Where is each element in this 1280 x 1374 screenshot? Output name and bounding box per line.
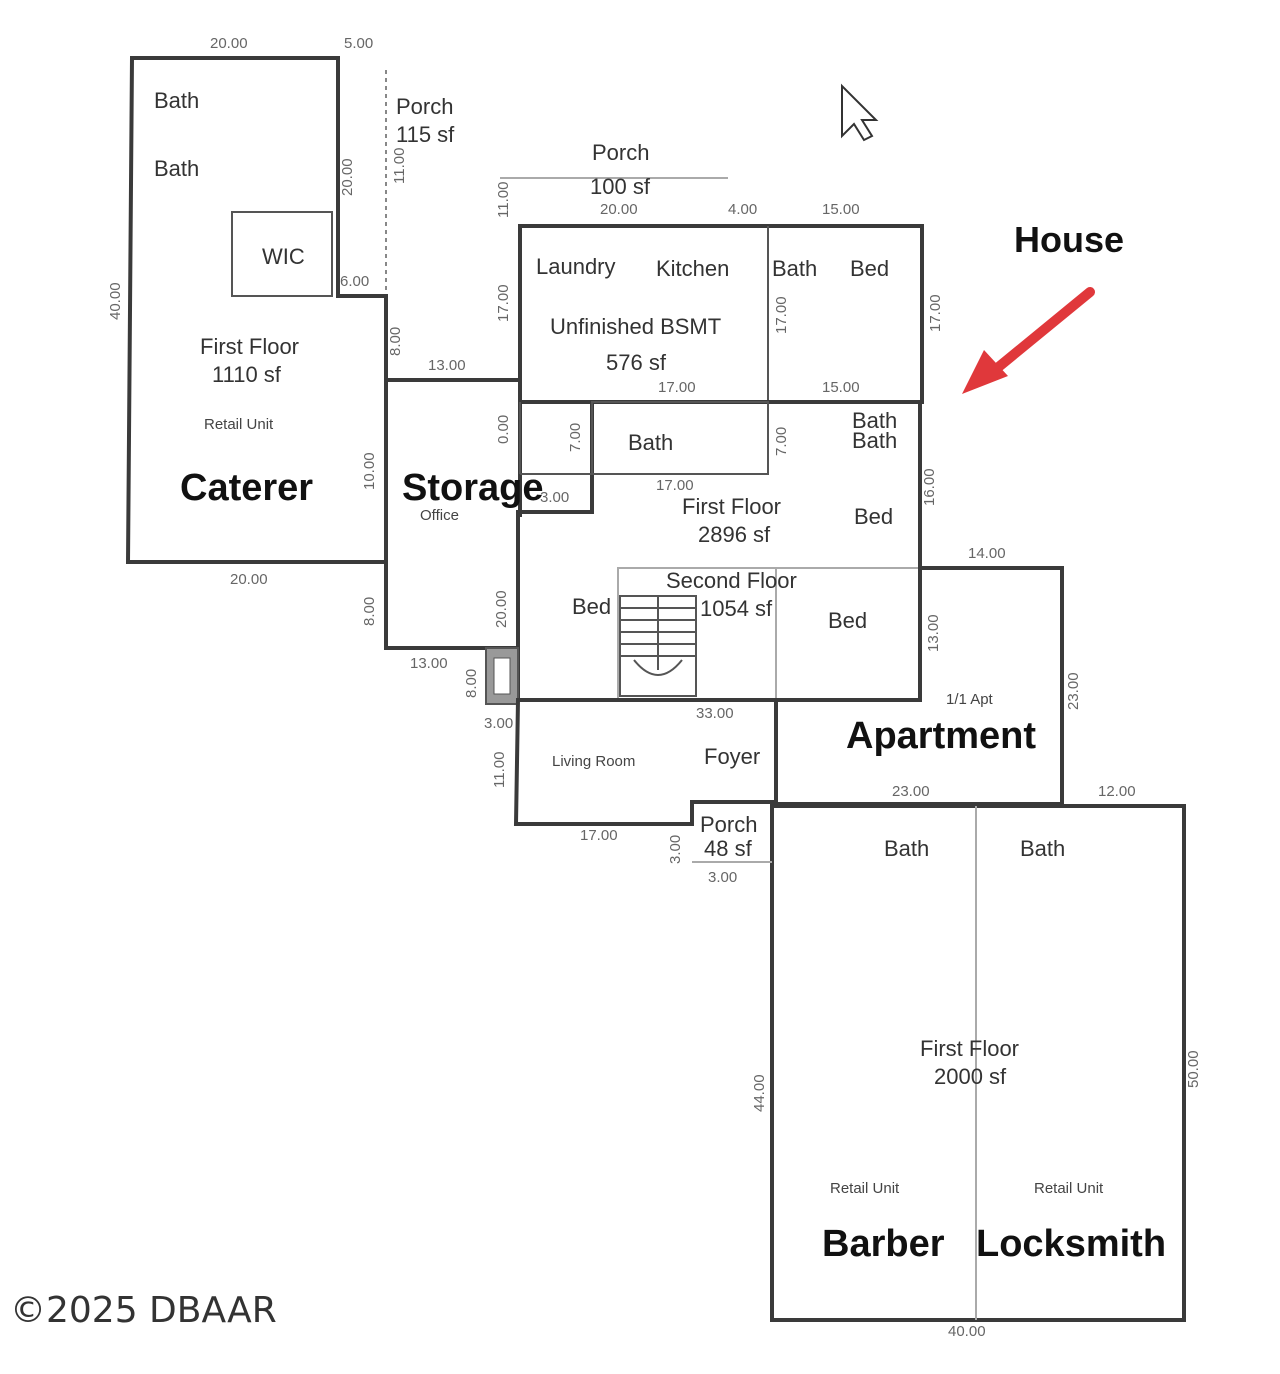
dim: 11.00 bbox=[495, 182, 512, 218]
unit-locksmith: Locksmith bbox=[976, 1223, 1166, 1265]
dim: 7.00 bbox=[773, 427, 790, 456]
house-bath-r1: Bath bbox=[852, 408, 897, 433]
dim: 20.00 bbox=[210, 35, 248, 52]
caterer-outline bbox=[125, 56, 388, 564]
kitchen: Kitchen bbox=[656, 256, 729, 281]
stairs-icon bbox=[619, 595, 697, 697]
caterer-area: 1110 sf bbox=[212, 362, 282, 387]
house-bath-box bbox=[591, 401, 769, 475]
unit-storage: Storage bbox=[402, 467, 543, 509]
cursor-icon bbox=[841, 83, 879, 142]
dim: 17.00 bbox=[773, 296, 790, 334]
house-bath-r2: Bath bbox=[852, 428, 897, 453]
dim: 20.00 bbox=[339, 158, 356, 196]
dim: 23.00 bbox=[1065, 672, 1082, 710]
dim: 17.00 bbox=[656, 477, 694, 494]
dim: 15.00 bbox=[822, 379, 860, 396]
lock-retail: Retail Unit bbox=[1034, 1180, 1104, 1197]
dim: 8.00 bbox=[387, 327, 404, 356]
dim: 5.00 bbox=[344, 35, 373, 52]
caterer-wic: WIC bbox=[262, 244, 305, 269]
dim: 12.00 bbox=[1098, 783, 1136, 800]
unfinished-area: 576 sf bbox=[606, 350, 667, 375]
dim: 13.00 bbox=[925, 614, 942, 652]
house-floor: First Floor bbox=[682, 494, 781, 519]
arrow-icon bbox=[962, 287, 1095, 394]
unfinished: Unfinished BSMT bbox=[550, 314, 721, 339]
barber-retail: Retail Unit bbox=[830, 1180, 900, 1197]
dim: 15.00 bbox=[822, 201, 860, 218]
dim: 16.00 bbox=[921, 468, 938, 506]
house-bath-top: Bath bbox=[772, 256, 817, 281]
caterer-retail: Retail Unit bbox=[204, 416, 274, 433]
office: Office bbox=[420, 507, 459, 524]
porch-top: Porch bbox=[592, 140, 649, 165]
dim: 17.00 bbox=[658, 379, 696, 396]
porch-bottom: Porch bbox=[700, 812, 757, 837]
lower-area: 2000 sf bbox=[934, 1064, 1007, 1089]
dim: 40.00 bbox=[107, 282, 124, 320]
dim: 20.00 bbox=[600, 201, 638, 218]
dim: 20.00 bbox=[230, 571, 268, 588]
copyright: ©2025 DBAAR bbox=[10, 1290, 277, 1331]
dim: 13.00 bbox=[428, 357, 466, 374]
caterer-bath-2: Bath bbox=[154, 156, 199, 181]
dim: 3.00 bbox=[708, 869, 737, 886]
dim: 10.00 bbox=[361, 452, 378, 490]
dim: 50.00 bbox=[1185, 1050, 1202, 1088]
second-floor: Second Floor bbox=[666, 568, 797, 593]
dim: 33.00 bbox=[696, 705, 734, 722]
dim: 11.00 bbox=[491, 752, 508, 788]
house-bed-right: Bed bbox=[854, 504, 893, 529]
bed-mid: Bed bbox=[828, 608, 867, 633]
bed-left: Bed bbox=[572, 594, 611, 619]
dim: 40.00 bbox=[948, 1323, 986, 1340]
unit-caterer: Caterer bbox=[180, 467, 313, 509]
living-room: Living Room bbox=[552, 753, 635, 770]
lower-floor: First Floor bbox=[920, 1036, 1019, 1061]
unit-barber: Barber bbox=[822, 1223, 945, 1265]
retail-outline bbox=[770, 804, 1186, 1322]
unit-apartment: Apartment bbox=[846, 715, 1036, 757]
house-bath-mid: Bath bbox=[628, 430, 673, 455]
caterer-floor: First Floor bbox=[200, 334, 299, 359]
dim: 13.00 bbox=[410, 655, 448, 672]
dim: 44.00 bbox=[751, 1074, 768, 1112]
dim: 8.00 bbox=[463, 669, 480, 698]
porch-top-area: 100 sf bbox=[590, 174, 651, 199]
lock-bath: Bath bbox=[1020, 836, 1065, 861]
second-floor-area: 1054 sf bbox=[700, 596, 773, 621]
dim: 3.00 bbox=[540, 489, 569, 506]
dim: 0.00 bbox=[495, 415, 512, 444]
dim: 6.00 bbox=[340, 273, 369, 290]
porch-left-area: 115 sf bbox=[396, 122, 455, 147]
dim: 11.00 bbox=[391, 148, 408, 184]
foyer: Foyer bbox=[704, 744, 760, 769]
apartment-outline bbox=[774, 566, 1064, 806]
dim: 17.00 bbox=[580, 827, 618, 844]
dim: 17.00 bbox=[495, 284, 512, 322]
house-floor-area: 2896 sf bbox=[698, 522, 771, 547]
dim: 17.00 bbox=[927, 294, 944, 332]
dim: 3.00 bbox=[667, 835, 684, 864]
dim: 23.00 bbox=[892, 783, 930, 800]
dim: 20.00 bbox=[493, 590, 510, 628]
porch-bottom-area: 48 sf bbox=[704, 836, 753, 861]
house-label: House bbox=[1014, 219, 1124, 260]
porch-left: Porch bbox=[396, 94, 453, 119]
dim: 7.00 bbox=[567, 423, 584, 452]
barber-bath: Bath bbox=[884, 836, 929, 861]
house-bed-top: Bed bbox=[850, 256, 889, 281]
caterer-wic-box bbox=[231, 211, 333, 297]
dim: 3.00 bbox=[484, 715, 513, 732]
dim: 14.00 bbox=[968, 545, 1006, 562]
dim: 8.00 bbox=[361, 597, 378, 626]
laundry: Laundry bbox=[536, 254, 616, 279]
caterer-bath-1: Bath bbox=[154, 88, 199, 113]
apt-label: 1/1 Apt bbox=[946, 691, 994, 708]
dim: 4.00 bbox=[728, 201, 757, 218]
